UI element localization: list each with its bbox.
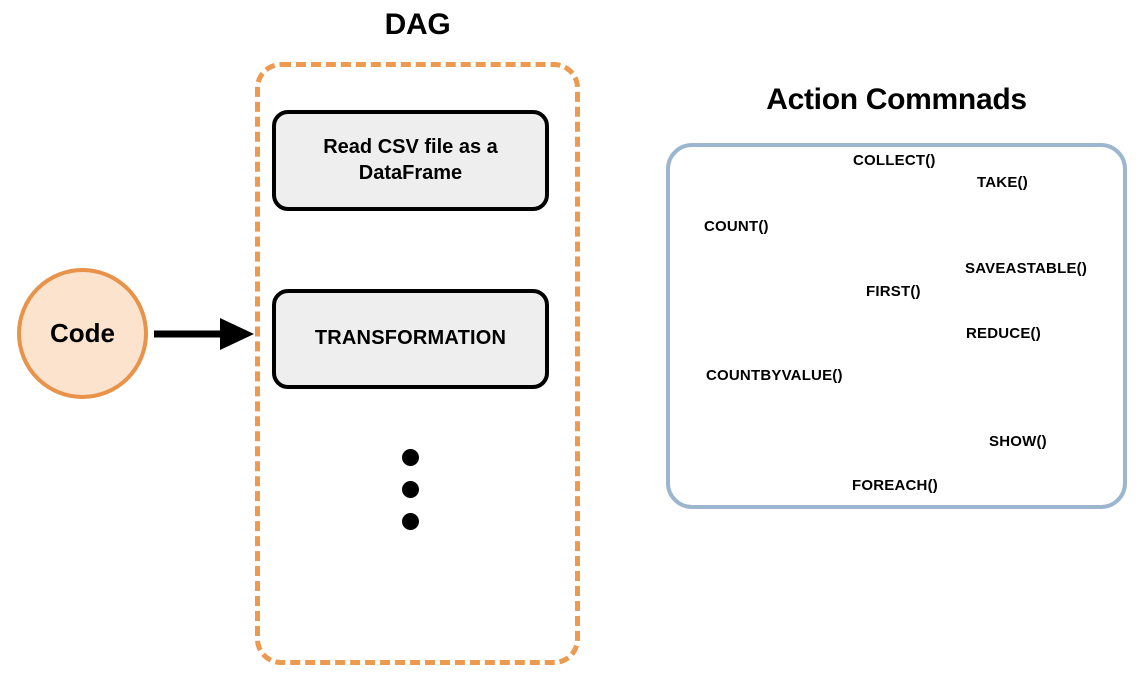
action-command-label[interactable]: TAKE() [977, 174, 1028, 191]
dag-title: DAG [384, 8, 451, 41]
action-commands-panel [666, 143, 1127, 509]
action-command-label[interactable]: FIRST() [866, 283, 921, 300]
dag-container [255, 62, 580, 665]
action-command-label[interactable]: SAVEASTABLE() [965, 260, 1088, 277]
code-node[interactable]: Code [17, 268, 148, 399]
dag-node-transformation[interactable]: TRANSFORMATION [272, 289, 549, 389]
ellipsis-dot-icon [402, 449, 419, 466]
action-command-label[interactable]: FOREACH() [852, 477, 938, 494]
ellipsis-dot-icon [402, 513, 419, 530]
action-commands-title: Action Commnads [766, 83, 1027, 116]
action-command-label[interactable]: COUNTBYVALUE() [706, 367, 843, 384]
ellipsis-dot-icon [402, 481, 419, 498]
dag-node-read-csv[interactable]: Read CSV file as a DataFrame [272, 110, 549, 211]
action-command-label[interactable]: REDUCE() [966, 325, 1041, 342]
action-command-label[interactable]: COUNT() [704, 218, 769, 235]
action-command-label[interactable]: SHOW() [989, 433, 1047, 450]
flow-arrow-icon [154, 318, 254, 350]
action-command-label[interactable]: COLLECT() [853, 152, 936, 169]
